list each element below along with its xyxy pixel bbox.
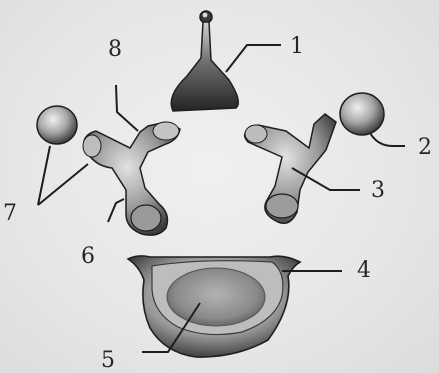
label-6: 6 [81,246,95,268]
right-transverse-cap [340,93,384,135]
left-transverse-cap [37,106,77,144]
leader-line-2 [370,133,405,146]
spinous-process-piece [171,11,238,111]
label-5: 5 [101,350,115,372]
left-neural-arch [83,122,180,235]
leader-line-8 [116,85,138,131]
label-7: 7 [3,203,17,225]
label-1: 1 [290,36,304,58]
vertebral-body-center [167,268,265,326]
label-4: 4 [357,260,371,282]
leader-line-6 [108,199,124,222]
vertebral-body-group [128,256,300,357]
label-2: 2 [418,137,432,159]
leader-line-1 [226,45,281,72]
label-3: 3 [371,180,385,202]
label-8: 8 [108,39,122,61]
right-neural-arch [245,114,336,223]
